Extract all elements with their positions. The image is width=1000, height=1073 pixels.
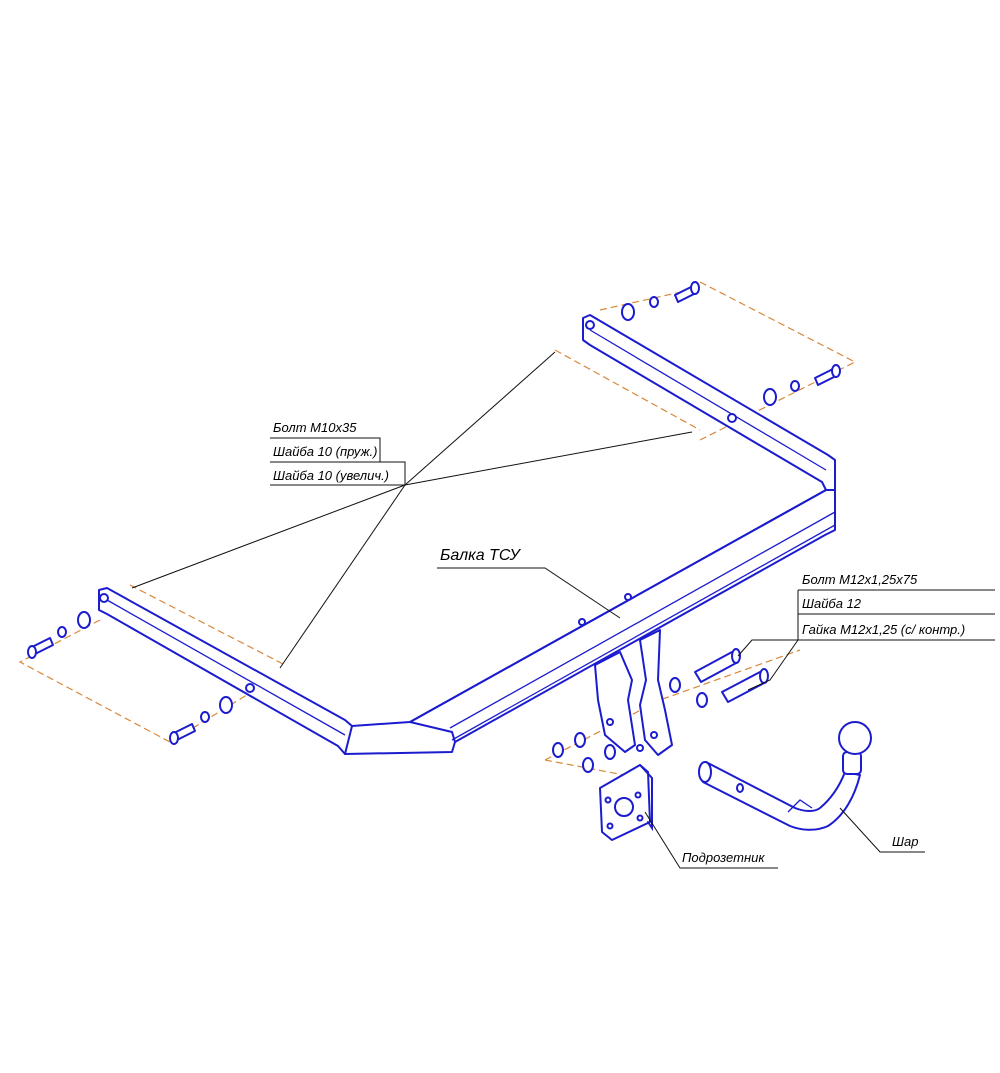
right-side-bracket [582,314,836,491]
beam-label-group: Балка ТСУ [440,547,521,564]
label-nut-m12: Гайка М12х1,25 (с/ контр.) [802,622,965,637]
mount-hole [650,731,658,739]
left-side-bracket [98,587,353,755]
label-bolt-m12: Болт М12х1,25х75 [802,572,918,587]
bracket-hole [245,683,255,693]
ball-mount-plate-right [639,629,673,756]
socket-bracket [599,764,653,841]
tow-ball [698,721,872,831]
label-beam: Балка ТСУ [440,547,521,564]
m12-fastener-labels: Болт М12х1,25х75 Шайба 12 Гайка М12х1,25… [797,572,995,641]
fasteners-m12 [552,648,769,773]
m10-fastener-labels: Болт М10х35 Шайба 10 (пруж.) Шайба 10 (у… [270,420,406,486]
bracket-hole [585,320,595,330]
label-washer-12: Шайба 12 [802,596,862,611]
leader-lines [131,351,925,869]
label-washer-10-spring: Шайба 10 (пруж.) [273,444,377,459]
label-ball: Шар [892,834,918,849]
tow-beam [98,314,836,756]
bracket-hole [727,413,737,423]
ball-mount-plate-left [594,651,636,753]
beam-hole [578,618,586,626]
bracket-hole [99,593,109,603]
mount-hole [606,718,614,726]
label-bolt-m10: Болт М10х35 [273,420,357,435]
fasteners-m10 [27,281,841,745]
label-washer-10-enlarged: Шайба 10 (увелич.) [273,468,389,483]
label-socket-bracket: Подрозетник [682,850,765,865]
assembly-axes [18,281,857,779]
beam-hole [624,593,632,601]
mount-hole [636,744,644,752]
